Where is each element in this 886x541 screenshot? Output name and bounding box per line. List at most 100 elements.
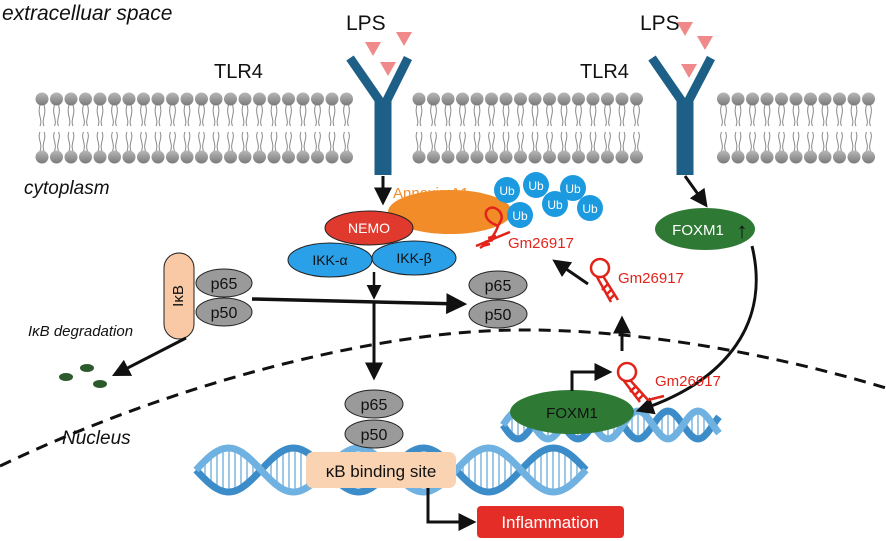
lipid-head — [340, 92, 353, 106]
lipid-head — [514, 150, 527, 164]
lipid-tail — [198, 104, 205, 152]
lipid-tail — [212, 104, 220, 152]
p65-label: p65 — [211, 276, 238, 293]
lipid-tail — [792, 104, 800, 152]
lipid-head — [166, 150, 179, 164]
lipid-head — [586, 150, 600, 164]
lipid-head — [760, 150, 774, 164]
lipid-tail — [343, 104, 350, 152]
lipid-head — [224, 92, 237, 106]
lipid-tail — [618, 104, 626, 152]
lipid-tail — [67, 104, 75, 152]
p65-released — [468, 270, 528, 300]
lipid-head — [485, 92, 498, 106]
nucleus-label: Nucleus — [62, 428, 131, 449]
lipid-tail — [633, 104, 640, 152]
lipid-head — [833, 150, 846, 164]
tlr4-receptor-left — [346, 55, 413, 175]
lipid-head — [586, 92, 600, 106]
lipid-tail — [589, 104, 597, 152]
lipid-head — [717, 92, 730, 106]
lipid-tail — [807, 104, 814, 152]
p50-cytoplasm — [195, 297, 253, 327]
p50-label: p50 — [485, 307, 512, 324]
lipid-head — [630, 92, 643, 106]
gm26917-label-cytoplasm: Gm26917 — [508, 235, 574, 252]
lipid-tail — [821, 104, 829, 152]
lipid-head — [50, 92, 63, 106]
lipid-head — [528, 150, 542, 164]
ub-label: Ub — [499, 184, 515, 198]
nuclear-envelope — [0, 328, 886, 468]
lipid-tail — [53, 104, 60, 152]
lipid-head — [731, 150, 745, 164]
lipid-tail — [836, 104, 843, 152]
gm26917-lncrna-middle — [589, 257, 620, 303]
lipid-head — [93, 150, 107, 164]
lipid-head — [775, 150, 788, 164]
lipid-tail — [763, 104, 771, 152]
gm26917-label-nucleus: Gm26917 — [655, 373, 721, 390]
lipid-head — [775, 92, 788, 106]
lipid-head — [833, 92, 846, 106]
lipid-tail — [285, 104, 292, 152]
lipid-head — [731, 92, 745, 106]
lipid-head — [311, 92, 324, 106]
lipid-tail — [111, 104, 118, 152]
cytoplasm-label: cytoplasm — [24, 178, 110, 199]
lipid-head — [35, 150, 49, 164]
lipid-head — [151, 150, 165, 164]
lipid-head — [427, 150, 440, 164]
arrow-transcription — [570, 363, 613, 391]
lipid-head — [180, 150, 194, 164]
lipid-head — [804, 92, 817, 106]
lipid-head — [195, 92, 208, 106]
lipid-head — [412, 92, 426, 106]
lipid-head — [862, 150, 875, 164]
ub-label: Ub — [582, 202, 598, 216]
lipid-tail — [546, 104, 553, 152]
lipid-tail — [517, 104, 524, 152]
lipid-tail — [415, 104, 423, 152]
lipid-head — [847, 92, 861, 106]
lipid-head — [137, 150, 150, 164]
lipid-tail — [575, 104, 582, 152]
lipid-head — [151, 92, 165, 106]
ikb-degradation-label: IκB degradation — [28, 323, 133, 340]
inflammation-box — [477, 506, 624, 538]
lipid-tail — [183, 104, 191, 152]
lipid-tail — [82, 104, 89, 152]
lipid-head — [325, 150, 339, 164]
lipid-head — [601, 92, 614, 106]
tlr4-receptor-right — [648, 55, 715, 175]
lipid-head — [485, 150, 498, 164]
p50-released — [468, 299, 528, 329]
lipid-head — [746, 150, 759, 164]
lipid-tail — [488, 104, 495, 152]
lipid-head — [180, 92, 194, 106]
lipid-head — [122, 150, 136, 164]
p65-label: p65 — [361, 397, 388, 414]
arrow-foxm1-to-nucleus — [635, 245, 758, 415]
lipid-head — [35, 92, 49, 106]
lipid-tail — [473, 104, 481, 152]
lipid-head — [572, 150, 585, 164]
lipid-head — [296, 92, 310, 106]
foxm1-label-cytoplasm: FOXM1 — [672, 222, 724, 239]
lipid-tail — [778, 104, 785, 152]
ikb — [163, 252, 195, 340]
lipid-head — [557, 92, 571, 106]
lipid-head — [557, 150, 571, 164]
nemo — [324, 210, 414, 246]
lipid-tail — [459, 104, 466, 152]
lipid-head — [499, 150, 513, 164]
lipid-tail — [241, 104, 249, 152]
lipid-head — [340, 150, 353, 164]
p50-nucleus — [344, 419, 404, 449]
lipid-head — [456, 92, 469, 106]
lipid-head — [325, 92, 339, 106]
nemo-label: NEMO — [348, 220, 390, 236]
lipid-head — [818, 150, 832, 164]
lipid-tail — [560, 104, 568, 152]
